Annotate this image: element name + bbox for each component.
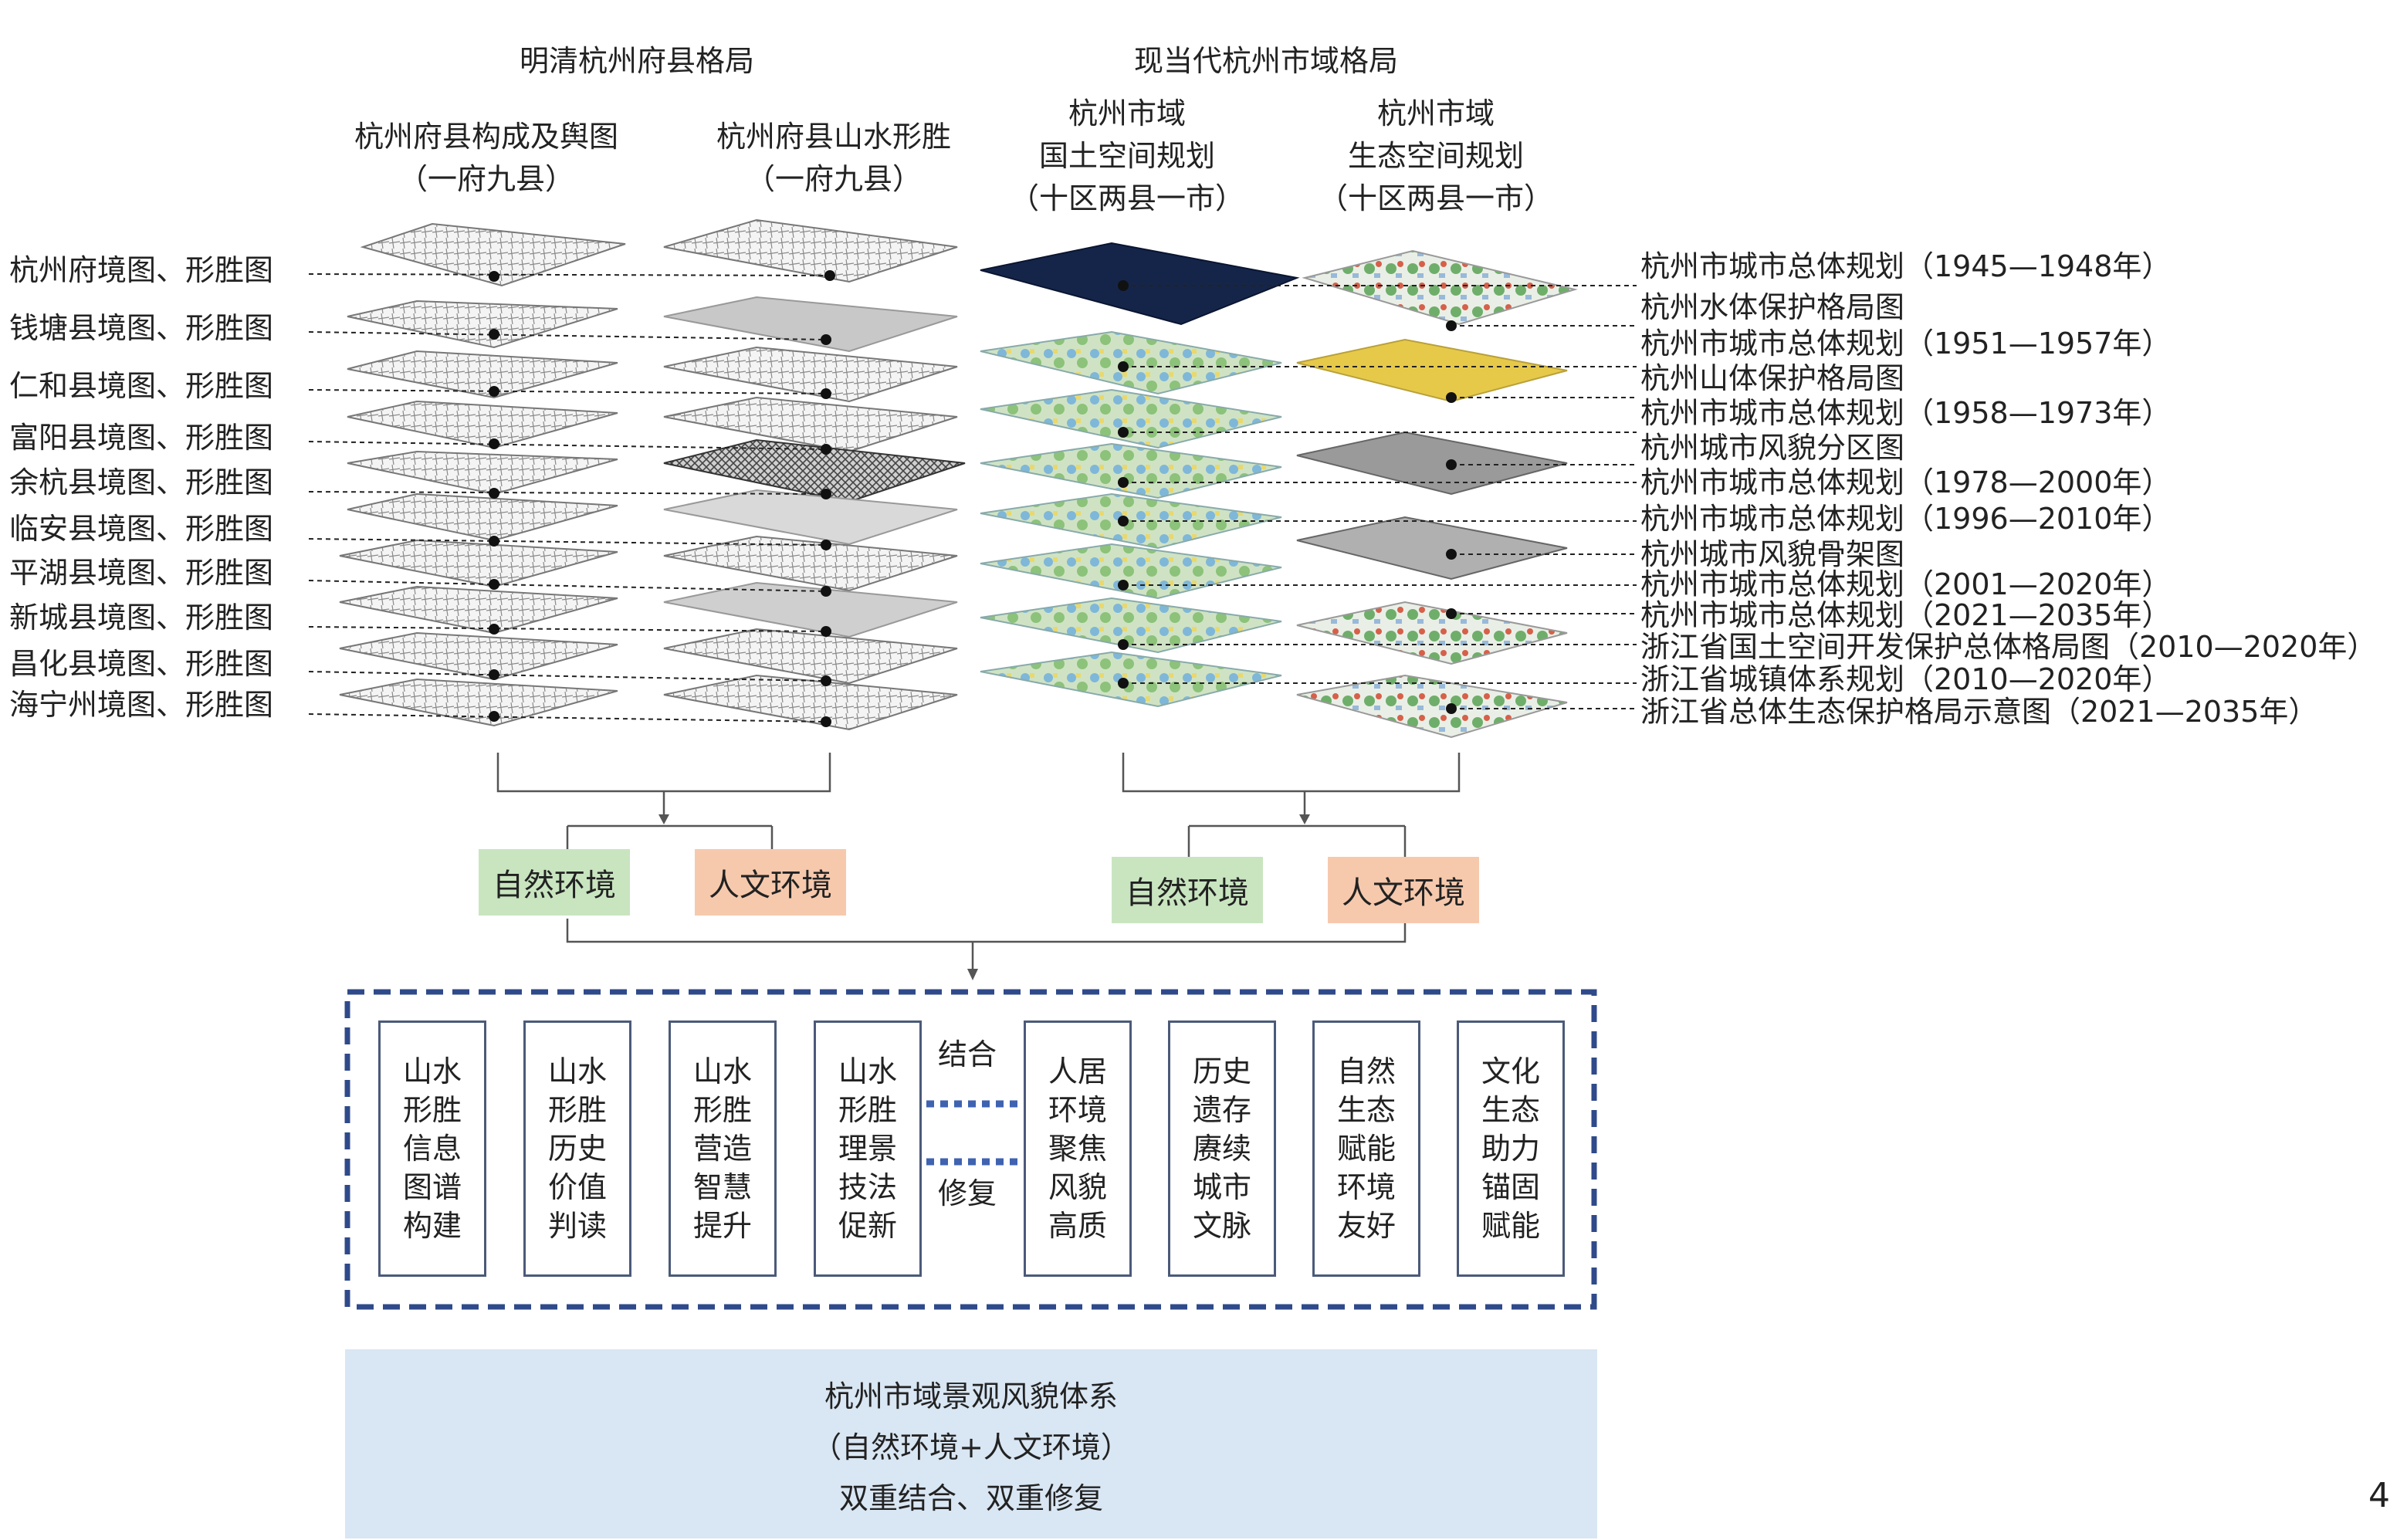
right-label: 浙江省总体生态保护格局示意图（2021—2035年） — [1640, 695, 2318, 729]
strategy-box: 历史 遗存 赓续 城市 文脉 — [1168, 1020, 1276, 1277]
landscape-system-strategy: 双重结合、双重修复 — [838, 1481, 1103, 1515]
ecological-planning-map-layers — [1296, 249, 1578, 739]
page-number: 4 — [2368, 1476, 2390, 1515]
left-label: 临安县境图、形胜图 — [9, 512, 274, 546]
strategy-box: 自然 生态 赋能 环境 友好 — [1312, 1020, 1420, 1277]
connector-combine-label: 结合 — [938, 1037, 997, 1071]
right-label: 杭州市城市总体规划（1978—2000年） — [1640, 465, 2172, 499]
right-label: 杭州市城市总体规划（2001—2020年） — [1640, 567, 2172, 601]
right-label: 杭州山体保护格局图 — [1640, 361, 1905, 395]
landscape-system-subtitle: （自然环境+人文环境） — [812, 1430, 1130, 1464]
right-label: 杭州市城市总体规划（1958—1973年） — [1640, 396, 2172, 430]
left-leader-lines — [308, 273, 831, 723]
header-modern: 现当代杭州市域格局 — [1133, 44, 1398, 78]
territorial-planning-map-layers — [980, 242, 1300, 708]
left-label: 钱塘县境图、形胜图 — [9, 311, 274, 345]
left-leader-dots — [489, 270, 835, 727]
strategy-text: 山水 形胜 理景 技法 促新 — [838, 1054, 897, 1243]
connector-repair-label: 修复 — [938, 1176, 997, 1210]
left-label: 平湖县境图、形胜图 — [9, 556, 274, 590]
strategy-text: 山水 形胜 营造 智慧 提升 — [692, 1054, 752, 1243]
left-label: 富阳县境图、形胜图 — [9, 421, 274, 455]
strategy-text: 人居 环境 聚焦 风貌 高质 — [1048, 1054, 1107, 1243]
strategy-box: 山水 形胜 信息 图谱 构建 — [378, 1020, 486, 1277]
strategy-box: 山水 形胜 营造 智慧 提升 — [669, 1020, 777, 1277]
human-env-box-modern: 人文环境 — [1328, 857, 1479, 923]
left-label: 余杭县境图、形胜图 — [9, 465, 274, 499]
arrow-heads — [658, 814, 1310, 980]
historical-map-layers — [339, 222, 626, 727]
strategy-text: 自然 生态 赋能 环境 友好 — [1336, 1054, 1396, 1243]
human-env-box-historic: 人文环境 — [695, 849, 846, 916]
right-label: 杭州市城市总体规划（2021—2035年） — [1640, 598, 2172, 632]
right-label: 杭州市城市总体规划（1951—1957年） — [1640, 327, 2172, 360]
strategy-box: 山水 形胜 历史 价值 判读 — [523, 1020, 631, 1277]
header-ming-qing: 明清杭州府县格局 — [519, 44, 754, 78]
dashed-frame — [344, 989, 1597, 1310]
natural-env-box-historic: 自然环境 — [479, 849, 630, 916]
strategy-text: 山水 形胜 历史 价值 判读 — [547, 1054, 607, 1243]
subheader-fu-xian-maps: 杭州府县构成及舆图 （一府九县） — [354, 120, 618, 196]
strategy-text: 山水 形胜 信息 图谱 构建 — [402, 1054, 462, 1243]
left-label: 杭州府境图、形胜图 — [9, 253, 274, 287]
connector-bars — [926, 1100, 1019, 1166]
natural-env-box-modern: 自然环境 — [1112, 857, 1263, 923]
subheader-ecological-planning: 杭州市域 生态空间规划 （十区两县一市） — [1318, 96, 1553, 215]
right-label: 杭州市城市总体规划（1996—2010年） — [1640, 502, 2172, 536]
left-label: 新城县境图、形胜图 — [9, 601, 274, 635]
right-label: 浙江省国土空间开发保护总体格局图（2010—2020年） — [1640, 630, 2377, 664]
subheader-shanshui: 杭州府县山水形胜 （一府九县） — [716, 120, 951, 196]
landscape-system-title: 杭州市域景观风貌体系 — [824, 1379, 1118, 1413]
strategy-box: 人居 环境 聚焦 风貌 高质 — [1024, 1020, 1132, 1277]
right-label: 杭州水体保护格局图 — [1640, 290, 1905, 324]
merge-brackets — [496, 753, 1461, 973]
landscape-system-band: 杭州市域景观风貌体系 （自然环境+人文环境） 双重结合、双重修复 — [345, 1349, 1597, 1538]
strategy-box: 山水 形胜 理景 技法 促新 — [814, 1020, 922, 1277]
right-label: 杭州城市风貌分区图 — [1640, 431, 1905, 465]
right-leader-lines — [1123, 285, 1637, 709]
left-label: 仁和县境图、形胜图 — [9, 369, 274, 403]
strategy-box: 文化 生态 助力 锚固 赋能 — [1457, 1020, 1565, 1277]
strategy-text: 历史 遗存 赓续 城市 文脉 — [1192, 1054, 1251, 1243]
right-label: 杭州城市风貌骨架图 — [1640, 537, 1905, 571]
left-label: 昌化县境图、形胜图 — [9, 647, 274, 681]
right-leader-dots — [1118, 280, 1457, 714]
subheader-territorial-planning: 杭州市域 国土空间规划 （十区两县一市） — [1009, 96, 1244, 215]
shanshui-map-layers — [663, 218, 966, 731]
left-label: 海宁州境图、形胜图 — [9, 688, 274, 722]
right-label: 杭州市城市总体规划（1945—1948年） — [1640, 249, 2172, 283]
right-label: 浙江省城镇体系规划（2010—2020年） — [1640, 662, 2172, 696]
strategy-text: 文化 生态 助力 锚固 赋能 — [1481, 1054, 1540, 1243]
